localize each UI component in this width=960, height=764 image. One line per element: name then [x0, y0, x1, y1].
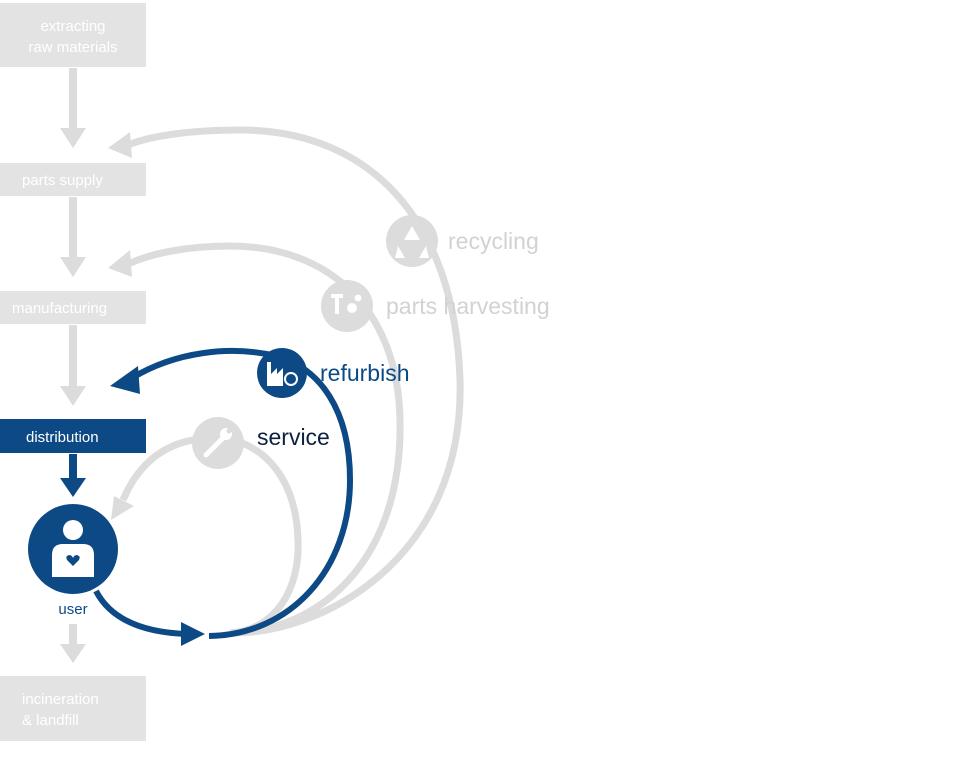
stage-user-label: user: [58, 601, 87, 618]
stage-parts-supply-label: parts supply: [22, 172, 103, 189]
arrow-shaft: [69, 325, 77, 387]
loop-service-label: service: [257, 424, 330, 450]
service-loop: [111, 434, 302, 637]
stage-extracting-label-2: raw materials: [28, 39, 117, 56]
arrow-head: [60, 644, 86, 663]
arrow-head: [60, 128, 86, 148]
recycle-icon: [386, 215, 438, 267]
stage-manufacturing-box: [0, 291, 146, 324]
linear-flow: extracting raw materials parts supply ma…: [0, 3, 146, 741]
wrench-icon: [192, 417, 244, 469]
loop-parts-harvesting-label: parts harvesting: [386, 293, 550, 319]
stage-incineration-label-1: incineration: [22, 691, 99, 708]
recycling-loop: [108, 126, 464, 637]
arrow-shaft: [69, 68, 77, 130]
arrow-head: [60, 386, 86, 406]
arrow-head-active: [60, 478, 86, 497]
refurbish-loop: [93, 347, 354, 646]
arrow-head: [60, 257, 86, 277]
stage-extracting-box: [0, 3, 146, 67]
stage-manufacturing-label: manufacturing: [12, 300, 107, 317]
arrow-shaft: [69, 197, 77, 259]
tools-gears-icon: [321, 280, 373, 332]
factory-refresh-icon: [257, 348, 307, 398]
stage-extracting-label-1: extracting: [40, 18, 105, 35]
loop-recycling-label: recycling: [448, 228, 539, 254]
arrow-shaft: [69, 624, 77, 646]
stage-distribution-label: distribution: [26, 429, 99, 446]
stage-distribution-box: [0, 419, 146, 453]
stage-incineration-box: [0, 676, 146, 741]
arrow-shaft-active: [69, 454, 77, 480]
loop-refurbish-label: refurbish: [320, 360, 409, 386]
person-heart-icon: [52, 520, 94, 577]
parts-harvesting-loop: [108, 242, 404, 637]
stage-parts-supply-box: [0, 163, 146, 196]
stage-incineration-label-2: & landfill: [22, 712, 79, 729]
